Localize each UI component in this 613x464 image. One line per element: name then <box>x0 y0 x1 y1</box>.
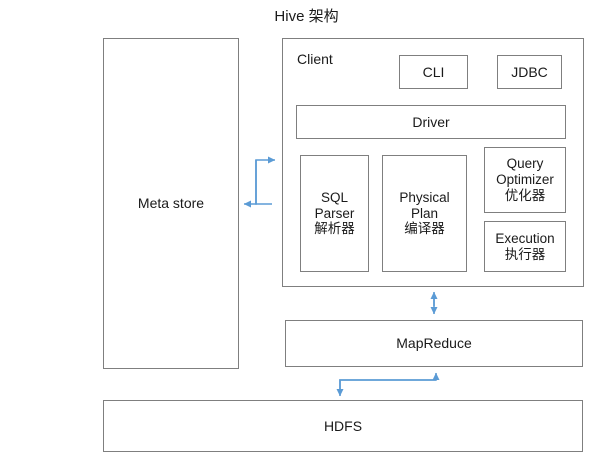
query-optimizer-box[interactable]: Query Optimizer 优化器 <box>484 147 566 213</box>
mapreduce-hdfs-connector <box>336 372 440 397</box>
meta-store-label: Meta store <box>137 195 205 212</box>
mapreduce-box[interactable]: MapReduce <box>285 320 583 367</box>
physical-plan-box[interactable]: Physical Plan 编译器 <box>382 155 467 272</box>
sql-parser-label: SQL Parser 解析器 <box>314 189 355 237</box>
physical-plan-label: Physical Plan 编译器 <box>399 189 450 237</box>
driver-label: Driver <box>412 113 450 130</box>
page-title: Hive 架构 <box>274 8 339 25</box>
query-optimizer-label: Query Optimizer 优化器 <box>496 156 554 203</box>
meta-store-box[interactable]: Meta store <box>103 38 239 369</box>
client-label: Client <box>297 51 333 67</box>
execution-label: Execution 执行器 <box>495 230 555 262</box>
cli-label: CLI <box>422 63 445 80</box>
hdfs-label: HDFS <box>323 417 363 434</box>
driver-box[interactable]: Driver <box>296 105 566 139</box>
jdbc-label: JDBC <box>511 63 548 80</box>
sql-parser-box[interactable]: SQL Parser 解析器 <box>300 155 369 272</box>
cli-box[interactable]: CLI <box>399 55 468 89</box>
metastore-client-connector <box>243 156 276 208</box>
mapreduce-label: MapReduce <box>396 335 472 352</box>
execution-box[interactable]: Execution 执行器 <box>484 221 566 272</box>
jdbc-box[interactable]: JDBC <box>497 55 562 89</box>
hdfs-box[interactable]: HDFS <box>103 400 583 452</box>
